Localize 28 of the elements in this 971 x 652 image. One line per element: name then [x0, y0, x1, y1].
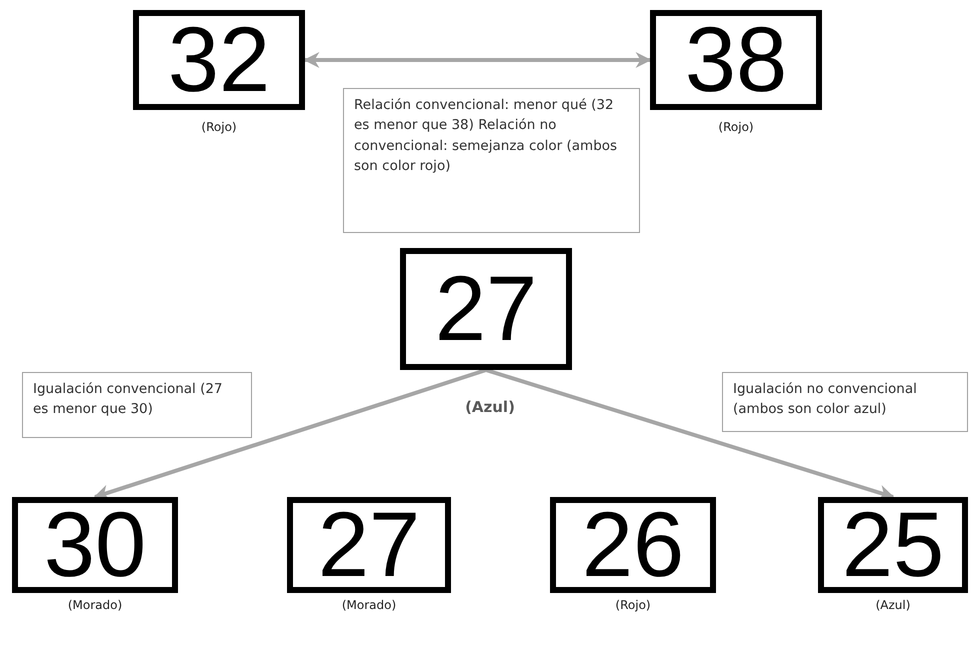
note-text: Igualación convencional (27 es menor que 30)	[33, 380, 224, 420]
number-card	[287, 497, 451, 593]
color-label: (Rojo)	[615, 598, 651, 612]
color-label: (Rojo)	[201, 120, 237, 134]
number: 38	[684, 14, 788, 106]
note-text: Relación convencional: menor qué (32 es menor que 38) Relación no convencional: semejanza color (ambos son color rojo)	[354, 96, 618, 176]
number: 26	[582, 499, 684, 591]
number-card	[650, 10, 822, 110]
number-card	[550, 497, 716, 593]
arrow	[303, 52, 652, 68]
number: 32	[168, 14, 270, 106]
color-label: (Rojo)	[718, 120, 754, 134]
number-card	[818, 497, 968, 593]
note-box	[22, 372, 252, 438]
number: 25	[842, 499, 944, 591]
note-box	[722, 372, 968, 432]
number: 27	[434, 263, 538, 355]
note-text: Igualación no convencional (ambos son color azul)	[733, 380, 918, 420]
color-label: (Morado)	[342, 598, 396, 612]
number-card	[12, 497, 178, 593]
color-label: (Azul)	[465, 398, 515, 416]
note-box	[343, 88, 640, 233]
color-label: (Morado)	[68, 598, 122, 612]
number: 30	[44, 499, 146, 591]
color-label: (Azul)	[876, 598, 910, 612]
number: 27	[318, 499, 420, 591]
number-card	[133, 10, 305, 110]
number-card	[400, 248, 572, 370]
